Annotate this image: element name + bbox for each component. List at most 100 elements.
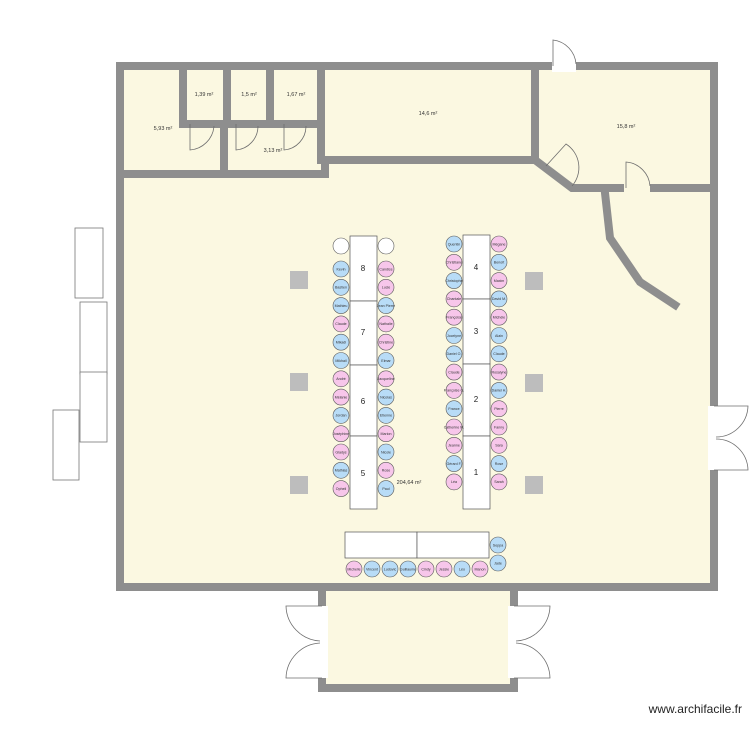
guest-seat[interactable]: Vincent — [363, 560, 381, 578]
guest-seat[interactable]: Nicole — [377, 443, 395, 461]
door-wc3-icon[interactable] — [283, 124, 307, 151]
guest-seat[interactable]: Jacqueline — [377, 370, 395, 388]
pillar — [290, 476, 308, 494]
guest-seat[interactable]: Daniel O. — [445, 345, 463, 363]
guest-seat[interactable]: Jade — [489, 554, 507, 572]
guest-seat[interactable]: Gérard F. — [445, 455, 463, 472]
guest-seat[interactable]: Nathalie — [377, 315, 395, 333]
seat-circle — [377, 260, 395, 278]
guest-seat[interactable]: Marion — [377, 425, 395, 443]
guest-seat[interactable]: Daniel H. — [490, 382, 508, 399]
table-5 — [349, 435, 378, 510]
guest-seat[interactable]: Manon — [471, 560, 489, 578]
guest-seat[interactable]: Pierre — [490, 400, 508, 418]
guest-seat[interactable]: Joséphine — [332, 425, 350, 443]
guest-seat[interactable]: Michelle — [345, 560, 363, 578]
door-kitchen-icon[interactable] — [625, 161, 651, 188]
guest-seat[interactable]: Rose — [377, 461, 395, 479]
guest-seat[interactable]: Opheli — [332, 480, 350, 497]
guest-seat[interactable]: Claude — [332, 315, 350, 333]
guest-seat[interactable]: André — [332, 370, 350, 388]
guest-seat[interactable]: Ludovic — [381, 560, 399, 578]
guest-seat[interactable]: Guillaume — [399, 560, 417, 578]
guest-seat[interactable]: Mélanie — [332, 388, 350, 406]
door-entrance-right-icon[interactable] — [514, 605, 551, 679]
guest-seat[interactable]: Seppa — [489, 536, 507, 554]
seat-name: Maxim — [494, 279, 505, 283]
guest-seat[interactable]: Jean Pierre — [377, 297, 395, 314]
door-right-icon[interactable] — [714, 405, 749, 471]
guest-seat[interactable]: Jeanne — [445, 436, 463, 454]
guest-seat[interactable]: Sarah — [490, 473, 508, 491]
seat-circle — [332, 352, 350, 369]
guest-seat[interactable]: Mégane — [490, 235, 508, 253]
door-wc2-icon[interactable] — [235, 124, 259, 151]
guest-seat[interactable]: Françoise G. — [444, 382, 465, 399]
seat-name: Christiane — [446, 261, 462, 265]
guest-seat[interactable]: Alain — [490, 327, 508, 344]
guest-seat[interactable]: David M. — [490, 290, 508, 308]
guest-seat[interactable]: France — [445, 400, 463, 418]
outside-annex-4 — [52, 409, 80, 481]
door-diag-icon[interactable] — [545, 143, 580, 187]
seat-circle — [399, 560, 417, 578]
guest-seat[interactable]: Candice — [377, 260, 395, 278]
seat-empty[interactable] — [332, 237, 350, 255]
table-3 — [462, 298, 491, 365]
guest-seat[interactable]: Catherine M. — [444, 418, 465, 436]
seat-circle — [345, 560, 363, 578]
guest-seat[interactable]: Claude — [445, 363, 463, 381]
door-wc1-icon[interactable] — [189, 124, 215, 151]
guest-seat[interactable]: Christiane — [445, 253, 463, 271]
guest-seat[interactable]: Mikaël — [332, 333, 350, 351]
seat-name: Sara — [495, 444, 503, 448]
guest-seat[interactable]: Mathieu — [332, 297, 350, 314]
guest-seat[interactable]: Rosalyne — [490, 363, 508, 381]
guest-seat[interactable]: Rose — [490, 455, 508, 472]
outside-annex-1 — [74, 227, 104, 299]
guest-seat[interactable]: Quentin — [445, 235, 463, 253]
guest-seat[interactable]: Mikhail — [332, 352, 350, 369]
guest-seat[interactable]: Jordan — [332, 407, 350, 424]
guest-seat[interactable]: Christophe — [445, 272, 463, 289]
guest-seat[interactable]: Maxim — [490, 272, 508, 289]
pillar — [290, 271, 308, 289]
guest-seat[interactable]: Elmar — [377, 352, 395, 369]
seat-circle — [445, 327, 463, 344]
guest-seat[interactable]: Léo — [453, 560, 471, 578]
guest-seat[interactable]: Jessie — [435, 560, 453, 578]
guest-seat[interactable]: Bastien — [332, 278, 350, 296]
seat-circle — [377, 443, 395, 461]
seat-name: Gladys — [335, 450, 346, 454]
guest-seat[interactable]: Fanny — [490, 418, 508, 436]
guest-seat[interactable]: Lucie — [377, 278, 395, 296]
wall-interior-diag — [600, 188, 681, 311]
guest-seat[interactable]: Chantale — [445, 290, 463, 308]
guest-seat[interactable]: Mathias — [332, 461, 350, 479]
seat-name: Michèle — [493, 316, 505, 320]
seat-name: Françoise — [446, 316, 462, 320]
guest-seat[interactable]: Kevin — [332, 260, 350, 278]
seat-circle — [490, 363, 508, 381]
guest-seat[interactable]: Benoît — [490, 253, 508, 271]
door-entrance-left-icon[interactable] — [285, 605, 322, 679]
seat-circle — [377, 315, 395, 333]
guest-seat[interactable]: Françoise — [445, 308, 463, 326]
guest-seat[interactable]: Sara — [490, 436, 508, 454]
guest-seat[interactable]: Paul — [377, 480, 395, 497]
guest-seat[interactable]: Etienne — [377, 407, 395, 424]
seat-circle — [445, 400, 463, 418]
door-top-icon[interactable] — [552, 39, 577, 66]
door-gap-right-entrance — [508, 606, 520, 678]
seat-circle — [363, 560, 381, 578]
guest-seat[interactable]: Claude — [490, 345, 508, 363]
seat-name: Rose — [495, 462, 503, 466]
guest-seat[interactable]: Nicolas — [377, 388, 395, 406]
guest-seat[interactable]: Gladys — [332, 443, 350, 461]
guest-seat[interactable]: Léa — [445, 473, 463, 491]
guest-seat[interactable]: Cindy — [417, 560, 435, 578]
guest-seat[interactable]: Christine — [377, 333, 395, 351]
guest-seat[interactable]: Jocelyne — [445, 327, 463, 344]
guest-seat[interactable]: Michèle — [490, 308, 508, 326]
seat-empty[interactable] — [377, 237, 395, 255]
